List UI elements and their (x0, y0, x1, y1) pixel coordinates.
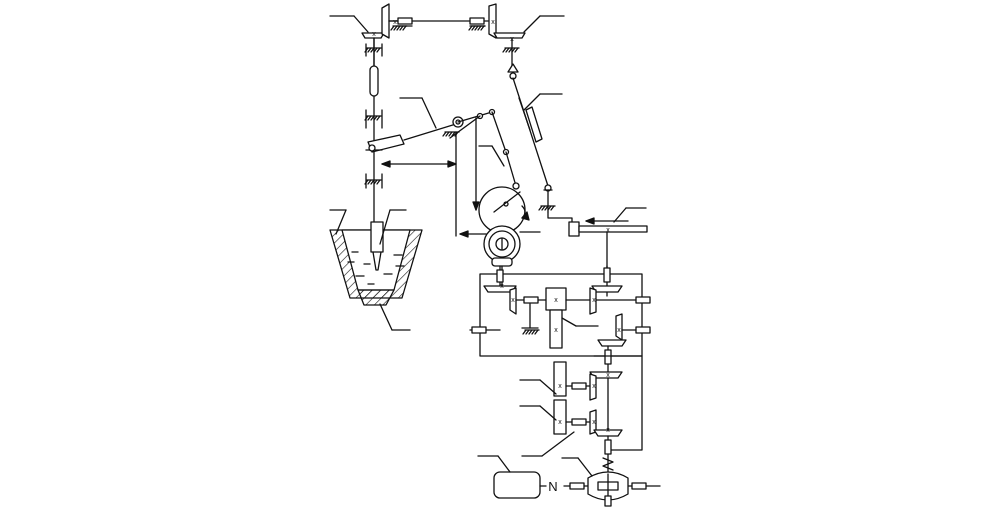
leader-line (497, 455, 511, 473)
ground-symbol (522, 329, 540, 335)
ground-symbol (442, 131, 460, 137)
leader-line (523, 93, 541, 111)
leader-line (541, 431, 575, 457)
gear-mark: x (372, 31, 376, 38)
leader-line (523, 15, 541, 33)
lower-gearbox (553, 355, 643, 475)
gear-mark: x (554, 327, 558, 334)
leader-line (421, 97, 437, 129)
rocker-arm (449, 108, 520, 190)
gear-mark: x (554, 297, 558, 304)
motor (493, 471, 547, 499)
dimension-arrows (381, 117, 487, 238)
gear-mark: x (606, 372, 610, 379)
leader-line (539, 379, 557, 395)
gear-mark: x (617, 327, 621, 334)
gear-marks: x x x x x x x x x x x x x x x x x (372, 19, 621, 434)
right-slider-rod (507, 63, 553, 213)
gear-mark: x (491, 19, 495, 26)
top-left-bevel-gear (361, 3, 399, 71)
leader-line (379, 209, 391, 245)
reducer (563, 471, 661, 507)
top-right-bevel-gear (488, 3, 526, 71)
leader-line (491, 145, 505, 167)
gear-mark: x (511, 297, 515, 304)
gear-mark: x (558, 383, 562, 390)
ground-symbol (538, 205, 556, 211)
upper-gearbox-housing (469, 265, 651, 373)
gear-mark: x (592, 419, 596, 426)
leader-line (335, 209, 347, 235)
leader-line (379, 303, 393, 331)
gear-mark: x (500, 283, 504, 290)
left-connecting-rod (365, 123, 457, 153)
motor-coupling-mark: N (548, 479, 557, 494)
gear-mark: x (606, 427, 610, 434)
ground-symbol (364, 179, 382, 185)
gear-mark: x (606, 227, 610, 234)
gear-mark: x (558, 419, 562, 426)
gear-mark: x (510, 36, 514, 43)
ground-symbol (364, 115, 382, 121)
leader-line (353, 15, 369, 33)
leader-line (613, 207, 627, 223)
ground-symbol (364, 47, 382, 53)
ground-symbol (468, 25, 486, 31)
left-vertical-shaft (365, 37, 383, 223)
leader-line (539, 405, 557, 421)
gear-mark: x (393, 19, 397, 26)
ground-symbol (502, 47, 520, 53)
top-horizontal-shaft (388, 17, 489, 27)
input-slider-bar (547, 211, 648, 271)
gear-mark: x (592, 297, 596, 304)
ground-supports (364, 25, 556, 335)
crucible (329, 221, 423, 306)
leader-line (577, 457, 593, 477)
ground-symbol (390, 25, 408, 31)
gear-mark: x (592, 383, 596, 390)
worm-wheel (483, 225, 521, 287)
